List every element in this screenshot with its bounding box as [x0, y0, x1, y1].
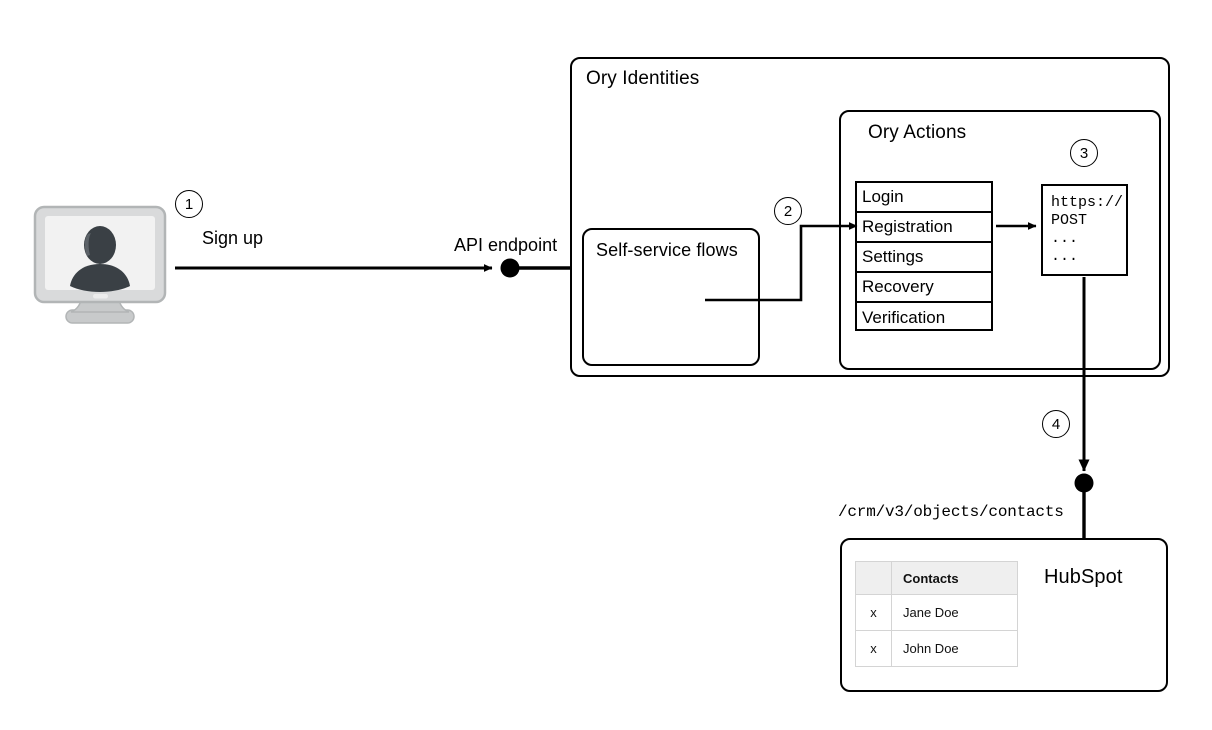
flow-item-registration[interactable]: Registration: [857, 213, 991, 243]
row-mark: x: [855, 630, 892, 667]
step-badge-3: 3: [1070, 139, 1098, 167]
row-contact-name: Jane Doe: [891, 594, 1018, 631]
table-header-contacts: Contacts: [891, 561, 1018, 595]
row-mark: x: [855, 594, 892, 631]
table-header-select: [855, 561, 892, 595]
sign-up-label: Sign up: [202, 228, 264, 248]
flow-item-login[interactable]: Login: [857, 183, 991, 213]
ory-actions-flow-list: Login Registration Settings Recovery Ver…: [855, 181, 993, 331]
desktop-user-icon: [32, 204, 172, 333]
flow-item-recovery[interactable]: Recovery: [857, 273, 991, 303]
hubspot-label: HubSpot: [1044, 566, 1123, 588]
flow-item-settings[interactable]: Settings: [857, 243, 991, 273]
hubspot-endpoint-dot: [1074, 473, 1094, 493]
flow-item-verification[interactable]: Verification: [862, 308, 946, 327]
row-contact-name: John Doe: [891, 630, 1018, 667]
step-badge-4: 4: [1042, 410, 1070, 438]
crm-endpoint-path-label: /crm/v3/objects/contacts: [838, 503, 1064, 521]
api-endpoint-dot: [500, 258, 520, 278]
webhook-box: https:// POST ... ...: [1041, 184, 1128, 276]
hubspot-contacts-table: Contacts x Jane Doe x John Doe: [855, 561, 1018, 667]
table-header-row: Contacts: [855, 561, 1018, 595]
table-row[interactable]: x Jane Doe: [855, 594, 1018, 631]
ory-actions-label: Ory Actions: [868, 122, 967, 143]
table-row[interactable]: x John Doe: [855, 630, 1018, 667]
self-service-flows-label: Self-service flows: [596, 240, 738, 260]
api-endpoint-label: API endpoint: [454, 235, 558, 255]
ory-identities-label: Ory Identities: [586, 68, 700, 89]
step-badge-1: 1: [175, 190, 203, 218]
step-badge-2: 2: [774, 197, 802, 225]
webhook-text: https:// POST ... ...: [1051, 194, 1124, 265]
